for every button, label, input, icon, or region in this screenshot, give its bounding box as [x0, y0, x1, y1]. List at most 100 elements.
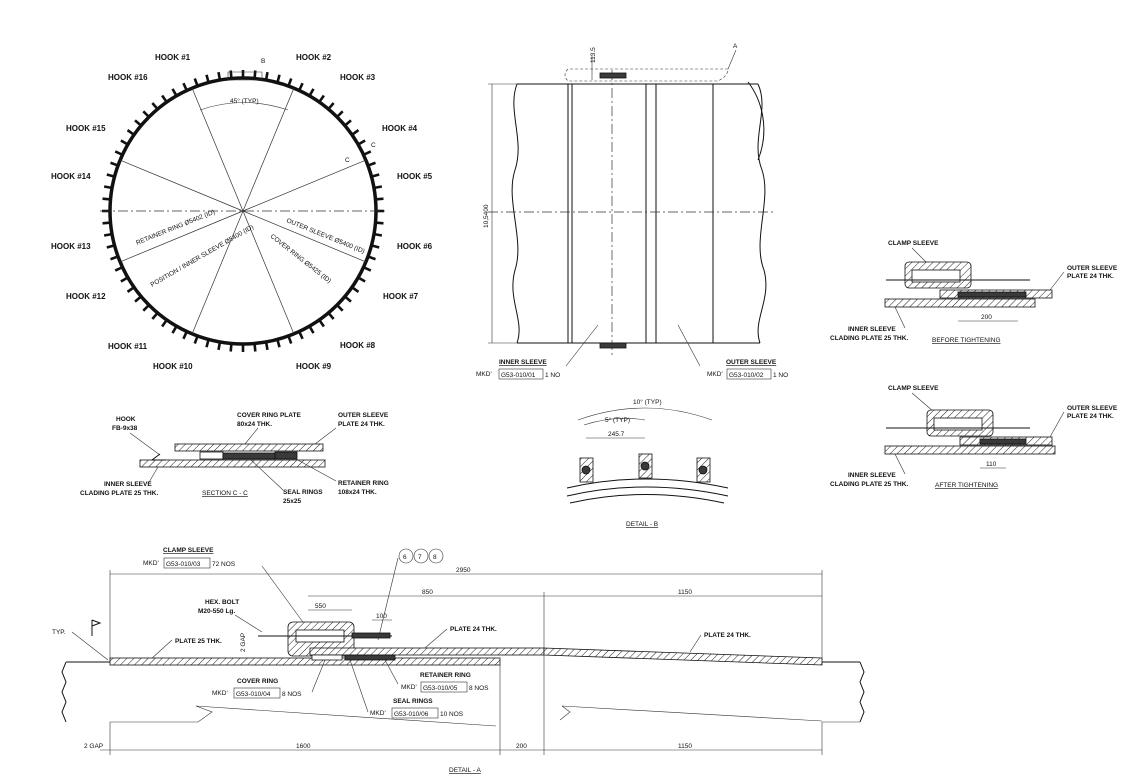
inner-sleeve-prefix: MKD' [476, 371, 492, 378]
ring-tooth [193, 78, 199, 86]
ring-tooth [298, 331, 304, 340]
sec-cover-leader [244, 427, 259, 445]
da-bubble-7 [413, 548, 429, 564]
ring-tooth [217, 342, 222, 351]
ring-tooth [368, 255, 376, 261]
sec-ret-2: 108x24 THK. [338, 489, 377, 496]
ring-spoke [242, 210, 367, 263]
sec-cover-1: COVER RING PLATE [237, 412, 301, 419]
before-outer-label-2: PLATE 24 THK. [1067, 273, 1114, 280]
da-bubble-8-text: 8 [433, 554, 437, 561]
outer-sleeve-title: OUTER SLEEVE [726, 359, 777, 366]
ring-tooth [276, 340, 281, 348]
sec-cover-ring [199, 451, 224, 460]
sec-inner-leader [147, 466, 159, 485]
ring-tooth [287, 78, 293, 86]
da-weld-flag [91, 619, 102, 636]
ring-tooth [344, 119, 352, 126]
da-caption: DETAIL - A [449, 767, 481, 774]
after-dim: 110 [986, 461, 997, 468]
sec-outer-plate [174, 443, 324, 452]
ring-tooth [298, 82, 304, 91]
ring-tooth [328, 102, 335, 110]
ring-tooth [358, 276, 366, 283]
ring-spoke [119, 210, 244, 263]
db-outer-arc-2 [566, 486, 729, 497]
ring-tooth [308, 88, 315, 96]
da-cov-mark: G53-010/04 [236, 691, 271, 698]
ring-tooth [205, 74, 210, 82]
da-seal-prefix: MKD' [370, 710, 386, 717]
clamp-before-tightening: CLAMP SLEEVE OUTER SLEEVE PLATE 24 THK. … [830, 240, 1118, 344]
radial-label-cover: COVER RING Ø5425 (ID) [269, 233, 333, 285]
ring-spoke [242, 210, 295, 335]
elevation-break-right [757, 83, 767, 344]
hook-label-14: HOOK #14 [51, 172, 91, 181]
section-c-tag-2: C [345, 157, 350, 164]
db-caption: DETAIL - B [626, 521, 658, 528]
da-ret-leader [384, 659, 399, 685]
da-typ: TYP. [52, 629, 66, 636]
db-bolt-1 [581, 465, 591, 475]
angle-arc [199, 102, 289, 111]
ring-tooth [287, 336, 293, 344]
sec-retainer [274, 451, 298, 460]
ring-tooth [106, 173, 114, 178]
ring-tooth [376, 197, 384, 201]
after-inner-leader [894, 453, 906, 475]
after-clamp-label: CLAMP SLEEVE [888, 385, 939, 392]
before-clamp-cavity [911, 269, 961, 283]
sec-hook-2: FB-9x38 [112, 425, 138, 432]
section-c-tag: C [371, 142, 376, 149]
ring-spoke [242, 87, 295, 212]
sec-outer-1: OUTER SLEEVE [338, 412, 389, 419]
ring-tooth [142, 110, 150, 118]
da-bolt-nut [351, 632, 391, 639]
after-caption: AFTER TIGHTENING [935, 482, 998, 489]
ring-tooth [264, 71, 269, 80]
da-seal-rings [344, 654, 396, 661]
ring-tooth [328, 312, 335, 320]
hook-label-6: HOOK #6 [397, 242, 433, 251]
da-cov-prefix: MKD' [212, 690, 228, 697]
elevation-break-right-2 [747, 81, 765, 161]
ring-tooth [368, 161, 376, 167]
da-clamp-mark-box [163, 557, 211, 569]
da-cov-leader [311, 659, 326, 693]
angle-label: 45° (TYP) [230, 97, 259, 105]
hook-label-13: HOOK #13 [51, 242, 91, 251]
da-clamp-qty: 72 NOS [212, 561, 236, 568]
da-bubble-leader [377, 557, 399, 641]
ring-plan-view: 45° (TYP) B C C HOOK #1 HOOK #2 HOOK #3 … [51, 53, 433, 371]
da-seal-mark: G53-010/06 [394, 711, 429, 718]
detail-a-tag: A [733, 43, 738, 50]
ring-tooth [374, 232, 383, 237]
sec-cover-2: 80x24 THK. [237, 421, 272, 428]
ring-tooth [106, 244, 114, 249]
ring-tooth [161, 94, 168, 102]
ring-spoke [119, 159, 244, 212]
after-outer-label-1: OUTER SLEEVE [1067, 405, 1118, 412]
ring-tooth [142, 304, 150, 312]
ring-tooth [110, 255, 118, 261]
ring-tooth [102, 221, 110, 225]
da-ret-prefix: MKD' [401, 684, 417, 691]
ring-tooth [171, 88, 178, 96]
height-dim: 10,5400 [483, 204, 490, 228]
ring-tooth [352, 129, 360, 136]
detail-b-tag: B [261, 58, 265, 65]
before-caption: BEFORE TIGHTENING [932, 337, 1001, 344]
after-inner-plate [884, 445, 1056, 455]
sec-seal-leader [249, 458, 284, 491]
ring-tooth [352, 286, 360, 293]
inner-sleeve-title: INNER SLEEVE [499, 359, 547, 366]
ring-tooth [103, 185, 112, 190]
ring-tooth [151, 102, 158, 110]
da-overall: 2950 [456, 567, 471, 574]
hook-label-2: HOOK #2 [296, 53, 332, 62]
db-inner-arc [569, 494, 725, 504]
da-b-gap: 2 GAP [84, 743, 103, 750]
hook-label-3: HOOK #3 [340, 73, 376, 82]
ring-tooth [114, 150, 123, 156]
